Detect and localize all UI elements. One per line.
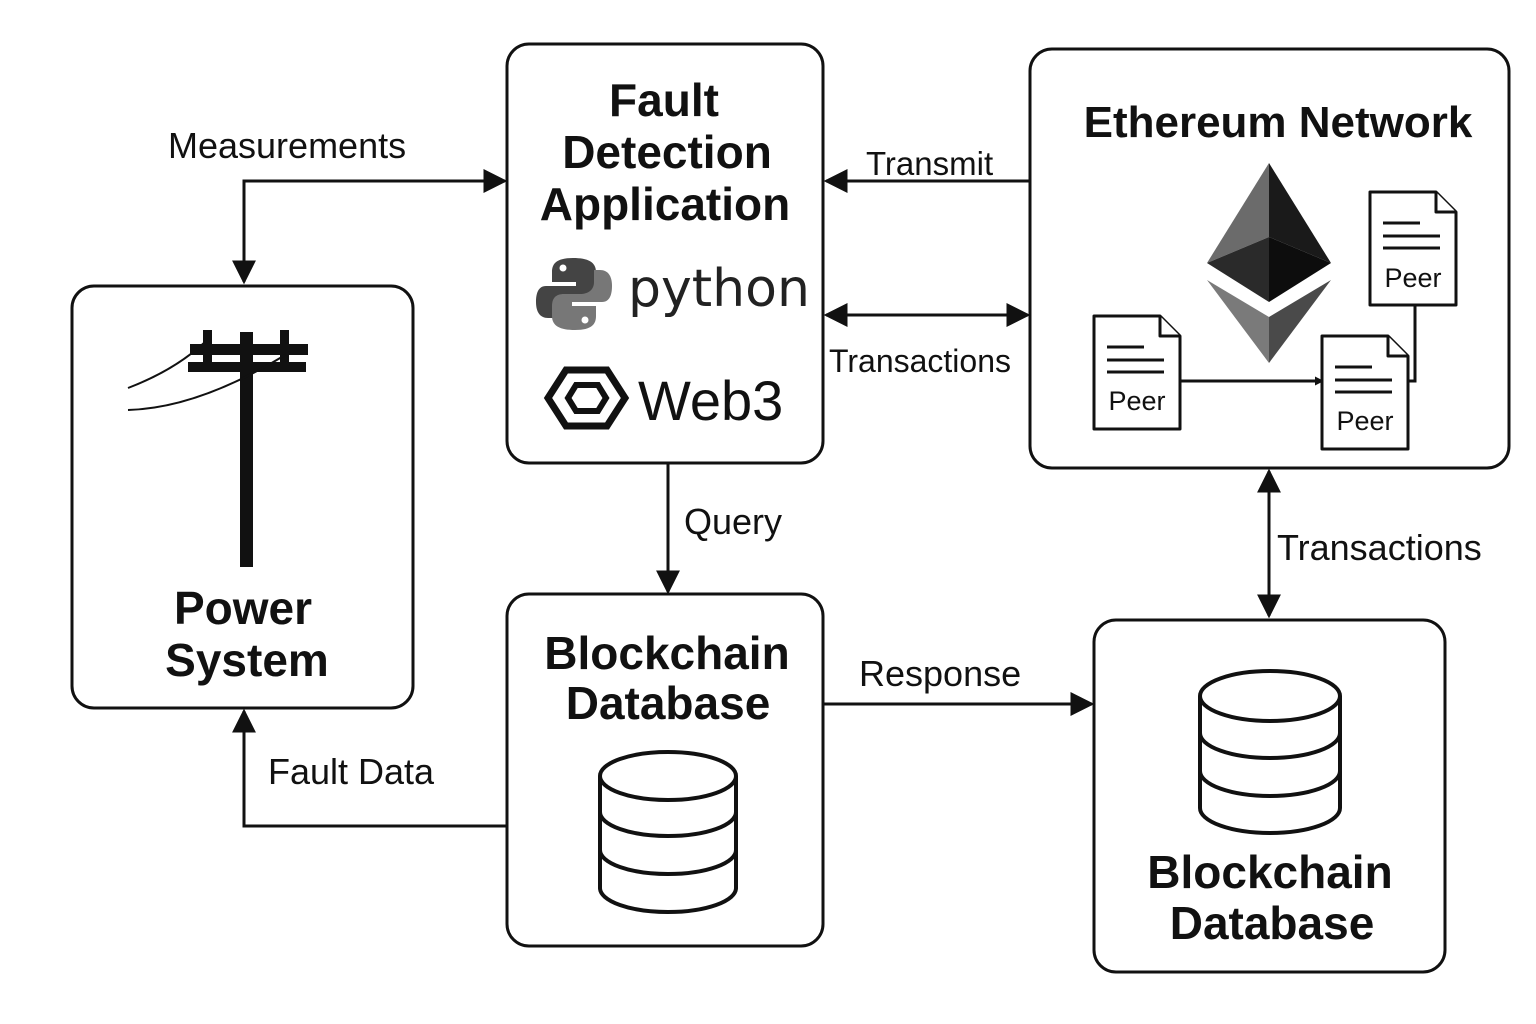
blockchain-db-center-title-line1: Blockchain <box>544 627 789 679</box>
ethereum-network-title: Ethereum Network <box>1084 98 1473 147</box>
power-pole-icon <box>127 330 308 567</box>
blockchain-db-center-title-line2: Database <box>566 677 771 729</box>
transmit-label: Transmit <box>866 145 993 182</box>
web3-label: Web3 <box>638 369 783 432</box>
ethereum-logo-icon <box>1207 163 1331 363</box>
fault-data-arrow <box>232 708 507 828</box>
transactions-app-label: Transactions <box>829 343 1011 379</box>
measurements-label: Measurements <box>168 125 406 166</box>
database-icon <box>598 750 738 914</box>
peer-document-icon <box>1092 314 1182 431</box>
blockchain-db-right-title-line2: Database <box>1170 897 1375 949</box>
fault-app-title-line1: Fault <box>609 74 719 126</box>
web3-logo-icon <box>543 366 630 430</box>
query-label: Query <box>684 501 782 542</box>
peer-document-icon <box>1320 334 1410 451</box>
fault-app-title-line3: Application <box>540 178 790 230</box>
measurements-arrow <box>232 169 508 285</box>
python-logo-icon <box>536 258 612 330</box>
peer-label-bottom: Peer <box>1336 406 1393 436</box>
peer-link-right <box>1407 306 1417 383</box>
power-system-title-line2: System <box>165 634 329 686</box>
fault-data-label: Fault Data <box>268 751 435 792</box>
python-label: python <box>628 259 810 319</box>
peer-label-left: Peer <box>1108 386 1165 416</box>
response-label: Response <box>859 653 1021 694</box>
database-icon <box>1198 669 1342 835</box>
fault-app-title-line2: Detection <box>562 126 772 178</box>
transactions-db-label: Transactions <box>1277 527 1482 568</box>
blockchain-db-right-title-line1: Blockchain <box>1147 846 1392 898</box>
peer-document-icon <box>1368 190 1458 307</box>
power-system-title-line1: Power <box>174 582 312 634</box>
peer-label-top: Peer <box>1384 263 1441 293</box>
